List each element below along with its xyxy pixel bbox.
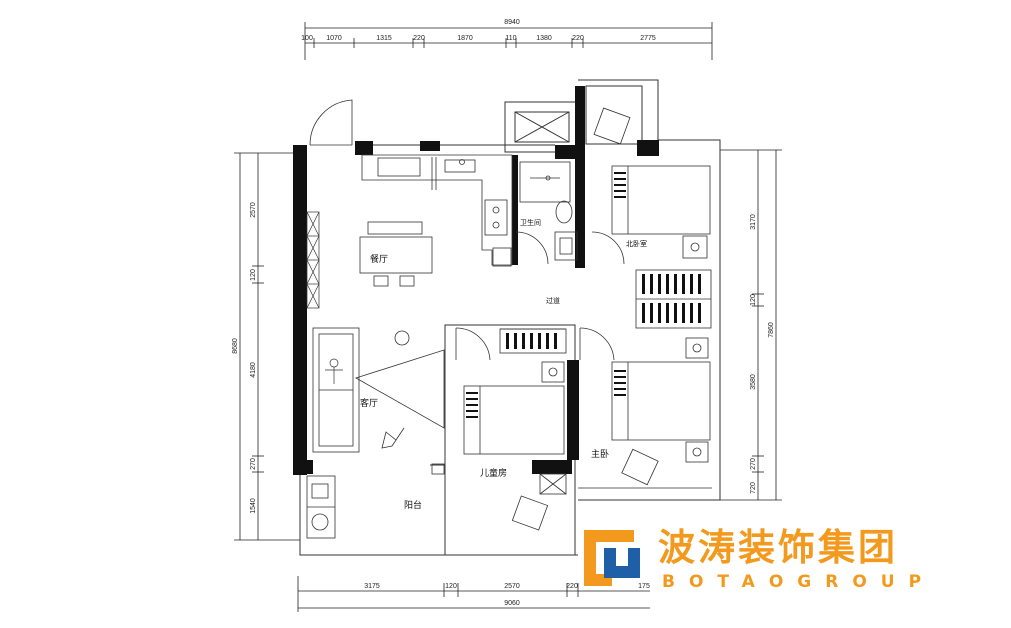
bed-master <box>578 337 712 489</box>
dim-bottom-2: 120 <box>445 583 457 590</box>
doors <box>309 99 625 361</box>
dim-top-4: 220 <box>413 35 425 42</box>
dim-right-2: 120 <box>750 294 757 306</box>
walls <box>293 86 659 475</box>
dim-top-8: 220 <box>572 35 584 42</box>
dim-top-6: 110 <box>505 35 516 42</box>
dim-top-total: 8940 <box>504 19 520 26</box>
bed-kids <box>463 361 567 531</box>
label-dining: 餐厅 <box>370 253 388 265</box>
living-furniture <box>312 327 445 475</box>
dim-top-1: 100 <box>301 35 313 42</box>
dim-left-1: 2570 <box>250 202 257 218</box>
dim-top-3: 1315 <box>376 35 392 42</box>
dim-bottom-5: 175 <box>638 583 650 590</box>
dim-left-4: 270 <box>250 458 257 470</box>
label-second-bedroom: 北卧室 <box>626 239 647 248</box>
label-living: 客厅 <box>360 397 378 409</box>
dim-right-3: 3580 <box>750 374 757 390</box>
dim-left-3: 4180 <box>250 362 257 378</box>
dim-left-5: 1540 <box>250 498 257 514</box>
dim-right-total: 7860 <box>768 322 775 338</box>
dim-left-2: 120 <box>250 269 257 281</box>
dim-bottom-total: 9060 <box>504 600 520 607</box>
label-master-bedroom: 主卧 <box>591 448 609 460</box>
logo-name-en: BOTAOGROUP <box>662 572 936 592</box>
bathroom-fixtures <box>519 161 578 261</box>
dim-top-2: 1070 <box>326 35 342 42</box>
bed-second <box>593 107 711 259</box>
dim-top-9: 2775 <box>640 35 656 42</box>
dim-bottom-3: 2570 <box>504 583 520 590</box>
dining-table <box>359 221 433 287</box>
logo-name-cn: 波涛装饰集团 <box>658 526 898 569</box>
label-corridor: 过道 <box>546 296 560 305</box>
dim-bottom-1: 3175 <box>364 583 380 590</box>
balcony-laundry <box>306 475 336 539</box>
dim-right-1: 3170 <box>750 214 757 230</box>
top-ticks <box>313 38 584 48</box>
dim-bottom-4: 220 <box>566 583 578 590</box>
dim-right-4: 270 <box>750 458 757 470</box>
label-balcony: 阳台 <box>404 499 422 511</box>
label-bathroom: 卫生间 <box>520 218 541 227</box>
label-kids-room: 儿童房 <box>480 467 507 479</box>
kitchen <box>361 154 513 267</box>
dim-left-total: 8680 <box>232 338 239 354</box>
logo-mark-icon <box>584 530 640 586</box>
company-logo: 波涛装饰集团 BOTAOGROUP <box>582 526 982 596</box>
dim-top-5: 1870 <box>457 35 473 42</box>
dim-top-7: 1380 <box>536 35 552 42</box>
dim-right-5: 720 <box>750 482 757 494</box>
wardrobe <box>499 269 712 354</box>
